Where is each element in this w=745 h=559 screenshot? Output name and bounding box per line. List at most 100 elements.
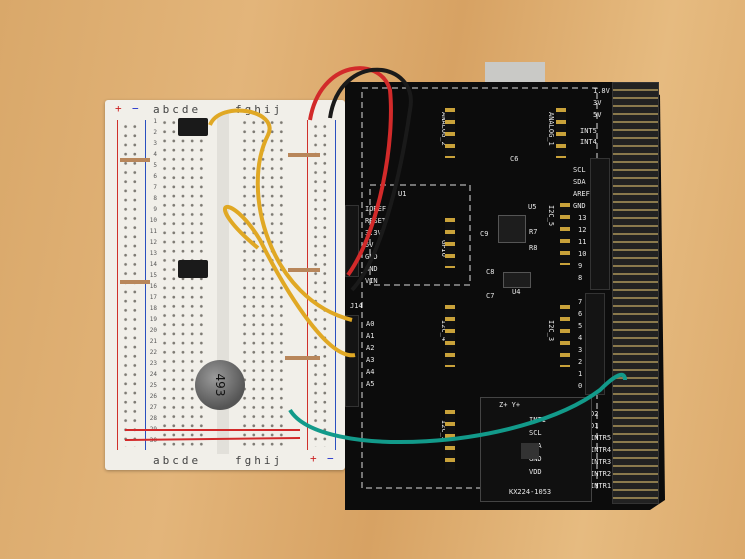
pwr-item: 1.8V bbox=[593, 87, 610, 95]
pin-socket bbox=[445, 108, 455, 158]
rail-minus-label-right: − bbox=[327, 452, 334, 465]
bus-item: SDA bbox=[573, 178, 586, 186]
pin-socket bbox=[560, 305, 570, 367]
rail-plus-label-right: + bbox=[310, 452, 317, 465]
yellow-wire-2 bbox=[223, 204, 356, 358]
int4-label: INT4 bbox=[580, 138, 597, 146]
component-label: U4 bbox=[512, 288, 521, 296]
yellow-wire-1 bbox=[208, 108, 353, 322]
analog-item: A4 bbox=[366, 368, 375, 376]
red-wire bbox=[308, 66, 393, 277]
sensor-board-name: KX224-1053 bbox=[509, 488, 552, 496]
analog-item: A2 bbox=[366, 344, 375, 352]
row-number: 6 bbox=[153, 173, 157, 180]
component-label: C6 bbox=[510, 155, 519, 163]
rbot-item: INTR5 bbox=[590, 434, 612, 442]
rail-holes-right bbox=[311, 122, 331, 447]
analog-item: A3 bbox=[366, 356, 375, 364]
row-number: 21 bbox=[149, 338, 157, 345]
row-number: 14 bbox=[149, 261, 157, 268]
analog-item: A0 bbox=[366, 320, 375, 328]
chip-u4 bbox=[503, 272, 531, 288]
bus-item: AREF bbox=[573, 190, 590, 198]
pin-socket bbox=[560, 203, 570, 265]
rail-minus-label: − bbox=[132, 102, 139, 115]
chip-u5 bbox=[498, 215, 526, 243]
component-label: R8 bbox=[529, 244, 538, 252]
vibration-motor: 493 bbox=[195, 360, 245, 410]
dhigh-item: 13 bbox=[578, 214, 587, 222]
leftpins-item: VIN bbox=[365, 277, 378, 285]
row-number: 25 bbox=[149, 382, 157, 389]
component-label: U1 bbox=[398, 190, 407, 198]
dlow-item: 7 bbox=[578, 298, 583, 306]
rbot-item: INTR1 bbox=[590, 482, 612, 490]
row-number: 3 bbox=[153, 140, 157, 147]
row-number: 27 bbox=[149, 404, 157, 411]
dlow-item: 3 bbox=[578, 346, 583, 354]
leftpins-item: GND bbox=[365, 265, 378, 273]
component-label: C9 bbox=[480, 230, 489, 238]
row-number: 15 bbox=[149, 272, 157, 279]
power-rail-line bbox=[117, 120, 118, 450]
pin-socket bbox=[556, 108, 566, 158]
column-labels-left: abcde bbox=[153, 103, 202, 116]
ir-sensor-bottom bbox=[178, 260, 208, 278]
int5-label: INT5 bbox=[580, 127, 597, 135]
dhigh-item: 10 bbox=[578, 250, 587, 258]
component-label: J14 bbox=[350, 302, 363, 310]
pwr-item: 3V bbox=[593, 99, 602, 107]
resistors bbox=[120, 153, 320, 360]
row-number: 19 bbox=[149, 316, 157, 323]
accelerometer-chip bbox=[521, 443, 539, 459]
component-label: C8 bbox=[486, 268, 495, 276]
spins-item: SCL bbox=[529, 429, 542, 437]
sensor-axis-label: Z+ Y+ bbox=[499, 401, 521, 409]
component-label: C7 bbox=[486, 292, 495, 300]
power-rail-line-right bbox=[307, 120, 308, 450]
leftpins-item: 3.3V bbox=[365, 229, 382, 237]
row-number: 9 bbox=[153, 206, 157, 213]
row-number: 16 bbox=[149, 283, 157, 290]
dlow-item: 5 bbox=[578, 322, 583, 330]
pwr-item: 5V bbox=[593, 111, 602, 119]
double-pin-header bbox=[612, 82, 659, 504]
row-number: 4 bbox=[153, 151, 157, 158]
bus-item: SCL bbox=[573, 166, 586, 174]
spins-item: VDD bbox=[529, 468, 542, 476]
ground-rail-line-right bbox=[335, 120, 336, 450]
rail-plus-label: + bbox=[115, 102, 122, 115]
analog-header bbox=[345, 315, 359, 407]
rbot-item: D2 bbox=[590, 410, 599, 418]
row-number: 17 bbox=[149, 294, 157, 301]
jumper-wires bbox=[124, 429, 301, 441]
row-number: 5 bbox=[153, 162, 157, 169]
power-header bbox=[345, 205, 359, 277]
spins-item: GND bbox=[529, 455, 542, 463]
row-number: 1 bbox=[153, 118, 157, 125]
dhigh-item: 12 bbox=[578, 226, 587, 234]
row-number: 12 bbox=[149, 239, 157, 246]
row-number: 11 bbox=[149, 228, 157, 235]
kx224-sensor-board: Z+ Y+ INT1SCLSDAGNDVDD KX224-1053 bbox=[480, 397, 592, 502]
dlow-item: 6 bbox=[578, 310, 583, 318]
pin-socket bbox=[445, 218, 455, 268]
analog-item: A1 bbox=[366, 332, 375, 340]
row-number: 20 bbox=[149, 327, 157, 334]
column-labels-left-bottom: abcde bbox=[153, 454, 202, 467]
rbot-item: INTR3 bbox=[590, 458, 612, 466]
row-number: 10 bbox=[149, 217, 157, 224]
dlow-item: 2 bbox=[578, 358, 583, 366]
column-labels-right-bottom: fghij bbox=[235, 454, 284, 467]
row-number: 28 bbox=[149, 415, 157, 422]
component-label: U5 bbox=[528, 203, 537, 211]
dhigh-item: 8 bbox=[578, 274, 583, 282]
black-wire bbox=[328, 67, 413, 292]
rbot-item: INTR2 bbox=[590, 470, 612, 478]
dlow-item: 4 bbox=[578, 334, 583, 342]
leftpins-item: 5V bbox=[365, 241, 374, 249]
dlow-item: 1 bbox=[578, 370, 583, 378]
row-number: 8 bbox=[153, 195, 157, 202]
row-number: 22 bbox=[149, 349, 157, 356]
